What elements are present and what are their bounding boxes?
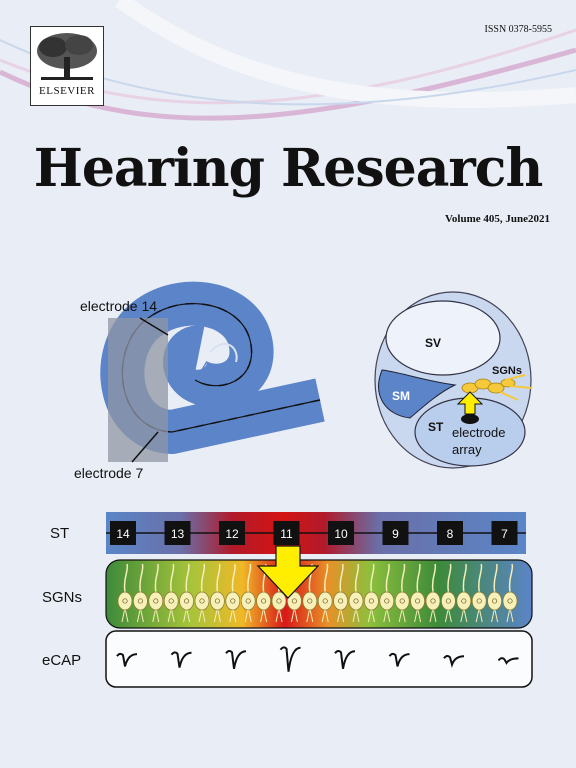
neuron xyxy=(471,563,487,623)
neuron xyxy=(364,563,379,623)
neuron xyxy=(117,563,133,623)
sm-label: SM xyxy=(392,389,410,403)
neuron xyxy=(333,563,348,623)
stimulus-arrow xyxy=(256,545,320,599)
volume-info: Volume 405, June2021 xyxy=(444,213,550,225)
ecap-trace xyxy=(443,655,465,669)
publisher-name: ELSEVIER xyxy=(39,85,95,97)
electrode-box: 9 xyxy=(382,521,409,545)
electrode-boxes: 14 13 12 11 10 9 8 7 xyxy=(110,521,518,545)
neuron xyxy=(317,563,333,623)
electrode-array-label-2: array xyxy=(452,442,482,457)
ecap-trace xyxy=(225,650,247,669)
neuron xyxy=(410,563,425,623)
neuron xyxy=(487,563,502,623)
sgns-cross-label: SGNs xyxy=(492,365,522,377)
neuron xyxy=(379,563,395,623)
neuron xyxy=(425,563,441,623)
issn: ISSN 0378-5955 xyxy=(484,24,552,35)
electrode-box: 10 xyxy=(328,521,354,545)
electrode-box: 13 xyxy=(164,521,191,545)
neuron xyxy=(225,563,241,623)
journal-title: Hearing Research xyxy=(33,138,544,199)
sgns-row-label: SGNs xyxy=(42,589,82,606)
electrode-number: 10 xyxy=(334,527,348,541)
elsevier-tree-logo xyxy=(30,26,104,106)
ecap-trace xyxy=(497,657,519,665)
sv-label: SV xyxy=(425,336,441,350)
neuron xyxy=(133,563,148,623)
ecap-trace xyxy=(388,652,410,667)
electrode-number: 8 xyxy=(447,527,454,541)
st-row-label: ST xyxy=(50,525,69,542)
electrode-14-label: electrode 14 xyxy=(80,298,157,314)
electrode-number: 13 xyxy=(171,527,185,541)
neuron xyxy=(502,563,518,623)
electrode-number: 9 xyxy=(392,527,399,541)
cochlea-spiral xyxy=(100,281,325,463)
electrode-box: 8 xyxy=(437,521,463,545)
electrode-number: 12 xyxy=(225,527,239,541)
neuron xyxy=(302,563,318,623)
electrode-number: 14 xyxy=(116,527,130,541)
electrode-box: 14 xyxy=(110,521,136,545)
neuron xyxy=(348,563,364,623)
ecap-row-label: eCAP xyxy=(42,652,81,669)
electrode-box: 11 xyxy=(273,521,300,545)
electrode-array-region xyxy=(108,318,168,462)
ecap-trace xyxy=(170,651,192,668)
neuron xyxy=(210,563,225,623)
neuron xyxy=(256,563,271,623)
neuron xyxy=(240,563,256,623)
neuron xyxy=(194,563,210,623)
neuron xyxy=(179,563,194,623)
neuron xyxy=(441,563,456,623)
ecap-traces xyxy=(116,646,519,672)
ecap-panel xyxy=(105,630,533,688)
electrode-number: 7 xyxy=(501,527,508,541)
ecap-trace xyxy=(279,646,301,672)
electrode-box: 12 xyxy=(219,521,245,545)
ecap-trace xyxy=(116,652,138,667)
ecap-trace xyxy=(334,650,356,669)
sgn-bar xyxy=(105,559,533,629)
sgn-neurons xyxy=(117,563,518,623)
electrode-array-label-1: electrode xyxy=(452,425,505,440)
electrode-number: 11 xyxy=(280,527,293,541)
st-cross-label: ST xyxy=(428,420,444,434)
electrode-box: 7 xyxy=(491,521,518,545)
neuron xyxy=(394,563,410,623)
neuron xyxy=(456,563,472,623)
electrode-7-label: electrode 7 xyxy=(74,465,143,481)
neuron xyxy=(148,563,164,623)
cochlea-cross-section xyxy=(374,291,533,469)
neuron xyxy=(163,563,179,623)
